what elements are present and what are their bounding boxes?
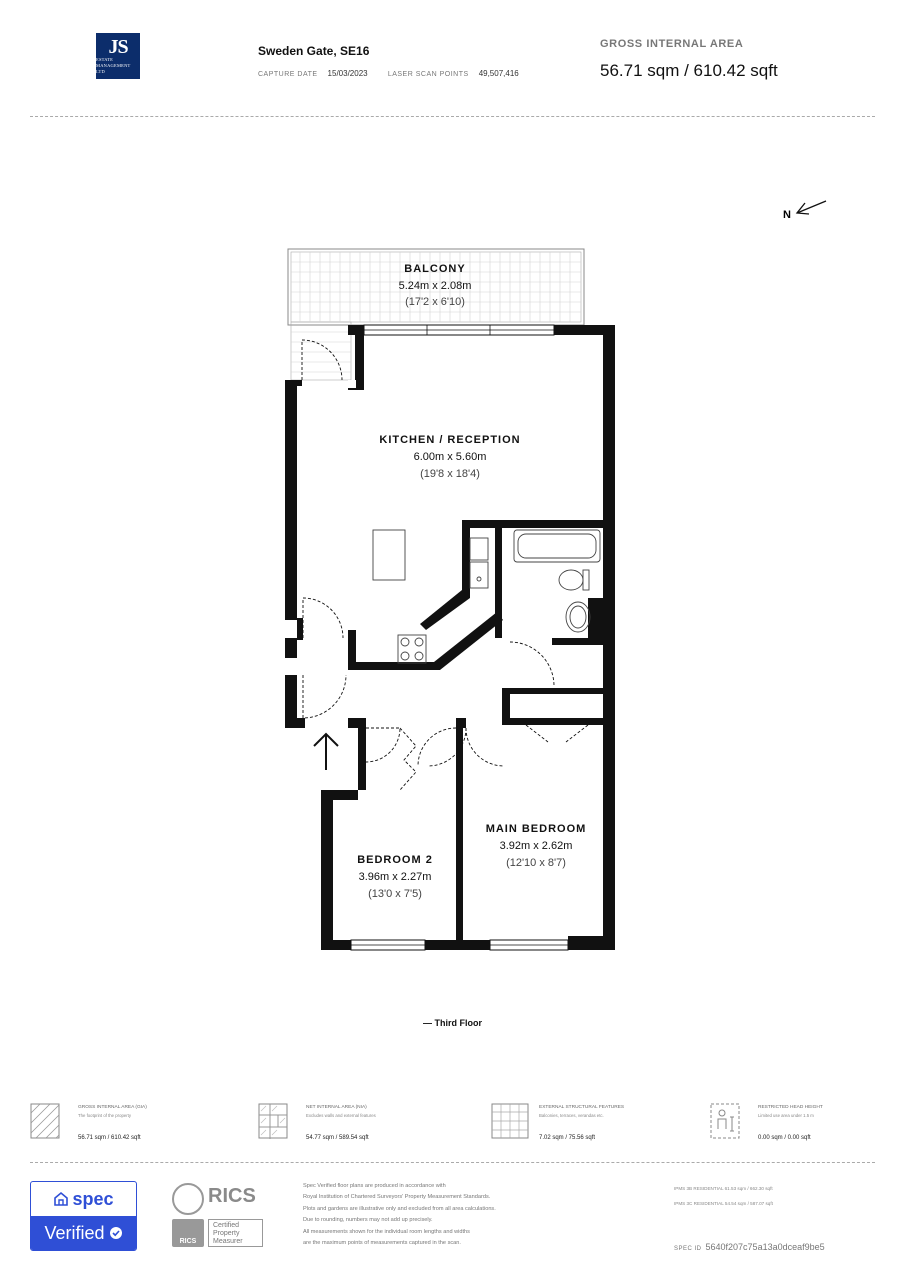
logo-initials: JS xyxy=(108,36,128,58)
capture-meta: CAPTURE DATE 15/03/2023 LASER SCAN POINTS… xyxy=(258,69,537,78)
person-height-icon xyxy=(710,1103,740,1139)
legend-external-desc: Balconies, terraces, verandas etc. xyxy=(539,1113,604,1118)
capture-date: 15/03/2023 xyxy=(327,69,368,78)
compass-label: N xyxy=(783,209,791,221)
ipms-figures: IPMS 3B RESIDENTIAL 61.53 sqm / 662.30 s… xyxy=(674,1181,773,1211)
header-divider xyxy=(30,116,875,117)
spec-verified-text: Verified xyxy=(44,1222,105,1243)
legend-head-desc: Limited use area under 1.5 m xyxy=(758,1113,814,1118)
room-labels: BALCONY 5.24m x 2.08m (17'2 x 6'10) KITC… xyxy=(357,263,587,900)
disclaimer-line: are the maximum points of measurements c… xyxy=(303,1240,461,1247)
legend-gia: GROSS INTERNAL AREA (GIA) The footprint … xyxy=(30,1103,220,1151)
spec-id-label: SPEC ID xyxy=(674,1246,702,1252)
bedroom2-imperial: (13'0 x 7'5) xyxy=(368,888,422,900)
legend-nia: NET INTERNAL AREA (NIA) Excludes walls a… xyxy=(258,1103,448,1151)
legend-gia-value: 56.71 sqm / 610.42 sqft xyxy=(78,1135,141,1141)
fixtures xyxy=(372,529,601,664)
bedroom2-name: BEDROOM 2 xyxy=(357,854,433,866)
bedroom2-metric: 3.96m x 2.27m xyxy=(359,871,432,883)
legend-head-title: RESTRICTED HEAD HEIGHT xyxy=(758,1105,823,1110)
main-bedroom-metric: 3.92m x 2.62m xyxy=(500,840,573,852)
disclaimer-line: Spec Verified floor plans are produced i… xyxy=(303,1183,446,1189)
balcony-name: BALCONY xyxy=(404,263,465,275)
kitchen-name: KITCHEN / RECEPTION xyxy=(379,434,520,446)
legend-nia-desc: Excludes walls and external features xyxy=(306,1113,376,1118)
kitchen-metric: 6.00m x 5.60m xyxy=(414,451,487,463)
exterior-walls xyxy=(285,324,615,951)
legend-head-height: RESTRICTED HEAD HEIGHT Limited use area … xyxy=(710,1103,900,1151)
balcony-deck xyxy=(287,248,585,381)
hatched-area-icon xyxy=(30,1103,60,1139)
door-swings xyxy=(301,339,589,791)
legend-head-value: 0.00 sqm / 0.00 sqft xyxy=(758,1135,811,1141)
disclaimer-line: Due to rounding, numbers may not add up … xyxy=(303,1217,433,1224)
rics-certification: Certified Property Measurer xyxy=(208,1219,263,1247)
check-icon xyxy=(109,1227,122,1239)
legend-external: EXTERNAL STRUCTURAL FEATURES Balconies, … xyxy=(491,1103,681,1151)
spec-brand-text: spec xyxy=(72,1188,114,1209)
spec-house-icon xyxy=(54,1191,69,1206)
spec-verified: Verified xyxy=(31,1216,136,1250)
legend-nia-value: 54.77 sqm / 589.54 sqft xyxy=(306,1135,369,1141)
legend-nia-title: NET INTERNAL AREA (NIA) xyxy=(306,1105,367,1110)
grid-icon xyxy=(491,1103,529,1139)
entrance-arrow-icon xyxy=(313,732,339,770)
main-bedroom-imperial: (12'10 x 8'7) xyxy=(506,857,566,869)
disclaimer-line: Royal Institution of Chartered Surveyors… xyxy=(303,1194,491,1201)
rics-wordmark: RICS xyxy=(208,1185,256,1207)
spec-verified-badge: spec Verified xyxy=(30,1181,137,1251)
kitchen-island xyxy=(372,529,406,581)
capture-date-label: CAPTURE DATE xyxy=(258,71,318,78)
floor-plan: N xyxy=(285,200,827,951)
gia-label: GROSS INTERNAL AREA xyxy=(600,38,744,50)
toilet xyxy=(558,569,584,591)
legend-gia-title: GROSS INTERNAL AREA (GIA) xyxy=(78,1105,147,1110)
disclaimer-line: All measurements shown for the individua… xyxy=(303,1228,470,1235)
legend-external-value: 7.02 sqm / 75.56 sqft xyxy=(539,1135,596,1141)
gia-value: 56.71 sqm / 610.42 sqft xyxy=(600,61,778,80)
laser-points: 49,507,416 xyxy=(478,69,519,78)
disclaimer-line: Plots and gardens are illustrative only … xyxy=(303,1205,496,1212)
rics-logo: RICS RICS Certified Property Measurer xyxy=(172,1183,267,1251)
disclaimer: Spec Verified floor plans are produced i… xyxy=(303,1181,623,1249)
bathtub xyxy=(513,529,601,563)
balcony-metric: 5.24m x 2.08m xyxy=(399,280,472,292)
spec-brand: spec xyxy=(31,1182,136,1216)
laser-points-label: LASER SCAN POINTS xyxy=(387,71,469,78)
internal-area-icon xyxy=(258,1103,288,1139)
balcony-imperial: (17'2 x 6'10) xyxy=(405,296,465,308)
rics-badge: RICS xyxy=(172,1219,204,1247)
rics-seal-icon xyxy=(172,1183,204,1215)
north-arrow-icon: N xyxy=(783,200,827,221)
main-bedroom-name: MAIN BEDROOM xyxy=(486,823,587,835)
kitchen-imperial: (19'8 x 18'4) xyxy=(420,468,480,480)
floor-label: — Third Floor xyxy=(423,1018,482,1028)
legend-external-title: EXTERNAL STRUCTURAL FEATURES xyxy=(539,1105,625,1110)
spec-id-value: 5640f207c75a13a0dceaf9be5 xyxy=(705,1242,825,1252)
sink xyxy=(565,601,591,633)
property-address: Sweden Gate, SE16 xyxy=(258,44,370,58)
footer-divider xyxy=(30,1162,875,1163)
logo-tagline: ESTATE MANAGEMENT LTD xyxy=(96,57,131,74)
company-logo: JS ESTATE MANAGEMENT LTD xyxy=(96,33,140,79)
ipms-3b: IPMS 3B RESIDENTIAL 61.53 sqm / 662.30 s… xyxy=(674,1186,773,1191)
legend-gia-desc: The footprint of the property xyxy=(78,1113,132,1118)
ipms-3c: IPMS 3C RESIDENTIAL 54.54 sqm / 587.07 s… xyxy=(674,1201,773,1206)
